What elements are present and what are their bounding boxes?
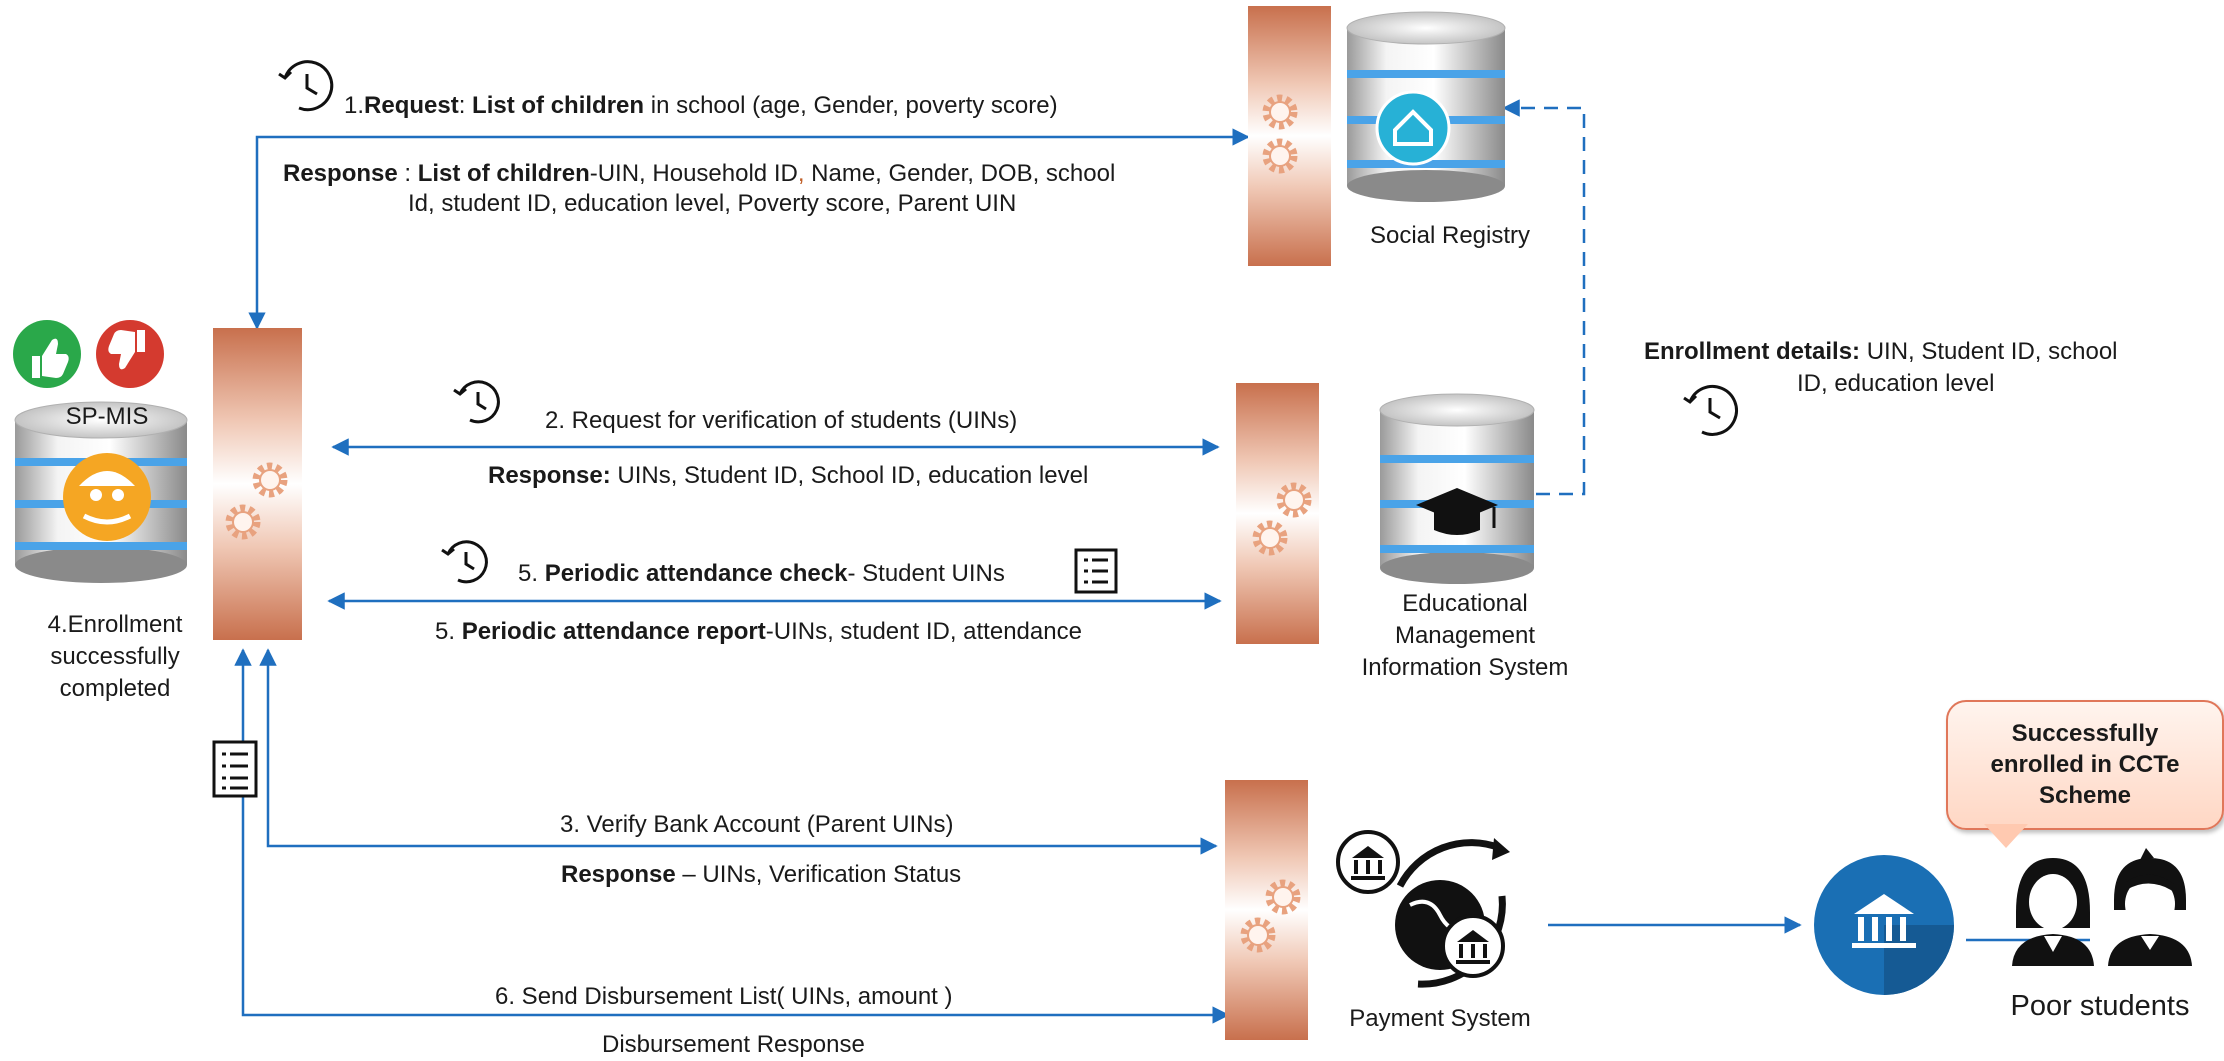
- poor-students-label: Poor students: [2010, 990, 2190, 1022]
- database-spmis: [14, 401, 188, 583]
- bank-icon: [1814, 855, 1954, 995]
- student-girl-icon: [2012, 858, 2094, 966]
- flow5-report-label: 5. Periodic attendance report-UINs, stud…: [435, 618, 1082, 645]
- social-house-icon: [1375, 90, 1451, 166]
- clock-icon: [278, 60, 334, 112]
- graduation-cap-icon: [1416, 488, 1498, 535]
- flow1-request-label: 1.Request: List of children in school (a…: [344, 92, 1058, 119]
- gateway-payment: [1225, 780, 1308, 1040]
- clock-icon: [1683, 384, 1738, 436]
- arrow-flow1-request: [248, 128, 1250, 330]
- flow5-check-label: 5. Periodic attendance check- Student UI…: [518, 560, 1005, 587]
- thumbs-up-icon: [13, 320, 81, 388]
- spmis-status: 4.Enrollment successfully completed: [47, 611, 183, 702]
- social-registry-label: Social Registry: [1369, 222, 1531, 249]
- gateway-emis: [1236, 383, 1319, 644]
- success-callout: Successfully enrolled in CCTe Scheme: [1946, 700, 2224, 830]
- database-social-registry: [1346, 11, 1506, 202]
- callout-tail: [1984, 824, 2028, 848]
- spmis-label: SP-MIS: [65, 403, 149, 430]
- family-umbrella-icon: [63, 453, 151, 541]
- thumbs-down-icon: [96, 320, 164, 388]
- enrollment-details-line2: ID, education level: [1797, 370, 1995, 397]
- arrow-enrollment-dashed: [1502, 99, 1586, 496]
- payment-system-icon: [1336, 830, 1510, 988]
- flow6-request-label: 6. Send Disbursement List( UINs, amount …: [495, 983, 953, 1010]
- clock-icon: [453, 380, 500, 424]
- flow2-request-label: 2. Request for verification of students …: [545, 407, 1018, 434]
- gateway-social-registry: [1248, 6, 1331, 266]
- payment-system-label: Payment System: [1349, 1005, 1531, 1032]
- enrollment-details-label: Enrollment details: UIN, Student ID, sch…: [1644, 338, 2118, 365]
- gateway-spmis: [213, 328, 302, 640]
- document-list-icon: [1074, 548, 1118, 594]
- emis-label: Educational Management Information Syste…: [1361, 590, 1569, 681]
- flow6-response-label: Disbursement Response: [602, 1031, 865, 1058]
- student-boy-icon: [2108, 848, 2192, 966]
- success-callout-text: Successfully enrolled in CCTe Scheme: [1990, 720, 2180, 809]
- flow1-response-label: Response : List of children-UIN, Househo…: [283, 160, 1116, 187]
- database-emis: [1379, 393, 1535, 584]
- bank-icon: [1441, 914, 1505, 978]
- flow1-response-line2: Id, student ID, education level, Poverty…: [408, 190, 1017, 217]
- flow3-response-label: Response – UINs, Verification Status: [561, 861, 962, 888]
- document-list-icon: [212, 740, 258, 798]
- flow2-response-label: Response: UINs, Student ID, School ID, e…: [488, 462, 1089, 489]
- clock-icon: [441, 540, 488, 584]
- flow3-request-label: 3. Verify Bank Account (Parent UINs): [560, 811, 954, 838]
- bank-icon: [1336, 830, 1400, 894]
